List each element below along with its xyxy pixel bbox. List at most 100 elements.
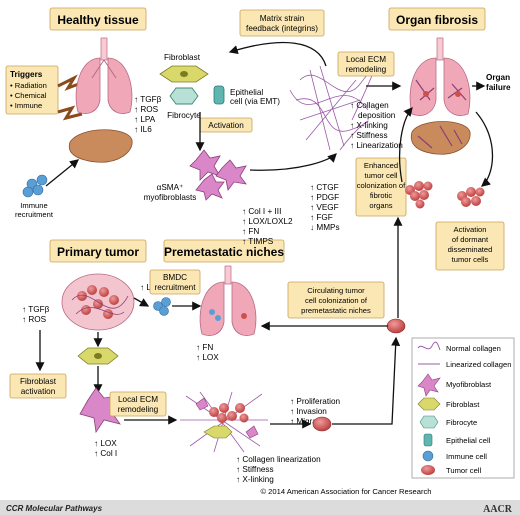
factor-label: ↑ TGFβ [134, 95, 162, 104]
circulating-label: premetastatic niches [301, 306, 371, 315]
organ-fibrosis-title: Organ fibrosis [396, 13, 478, 27]
collagen-mesh [289, 65, 375, 151]
factor-label: ↑ FGF [310, 213, 333, 222]
lightning-icon [57, 74, 85, 91]
enhanced-label: colonization of [357, 181, 406, 190]
circulation-path-arrow [332, 336, 401, 425]
factor-label: ↑ ROS [134, 105, 159, 114]
local-ecm-label: remodeling [118, 405, 159, 414]
healthy-tissue-header: Healthy tissue [49, 7, 147, 31]
organ-fibrosis-header: Organ fibrosis [388, 7, 486, 31]
matrix-strain-box [239, 9, 325, 37]
legend-item: Linearized collagen [446, 360, 511, 369]
effect-label: deposition [358, 111, 396, 120]
factor-label: ↑ TGFβ [22, 305, 50, 314]
matrix-strain-label: feedback (integrins) [246, 24, 318, 33]
activation-dormant-label: tumor cells [452, 255, 489, 264]
immune-cell-cluster [22, 174, 48, 198]
circulating-tumor-cell [312, 416, 332, 432]
effect-label: ↑ Linearization [350, 141, 403, 150]
factor-label: ↑ IL6 [134, 125, 152, 134]
epithelial-cell [213, 85, 225, 105]
fibrocyte-cell [169, 87, 199, 105]
tumor-to-bmdc-arrow [133, 297, 150, 307]
legend-item: Normal collagen [446, 344, 501, 353]
legend: Normal collagen Linearized collagen Myof… [411, 337, 515, 479]
effect-label: ↑ Collagen [350, 101, 389, 110]
organ-failure-label: failure [486, 83, 511, 92]
circulating-tumor-cell [386, 318, 406, 334]
myofibroblast-label: αSMA⁺ [157, 183, 184, 192]
effect-label: ↑ X-linking [350, 121, 388, 130]
factor-label: ↑ ROS [22, 315, 47, 324]
bmdc-box [149, 269, 201, 295]
primary-tumor-mass [61, 273, 135, 331]
factor-label: ↑ LPA [134, 115, 156, 124]
feedback-arrow [228, 41, 327, 67]
colonization-arrow [399, 107, 413, 183]
legend-item: Tumor cell [446, 466, 481, 475]
enhanced-label: organs [369, 201, 392, 210]
local-ecm-label: Local ECM [346, 55, 386, 64]
enhanced-label: tumor cell [365, 171, 398, 180]
trigger-item: • Chemical [10, 91, 47, 100]
myofibroblast-cluster [189, 149, 247, 201]
immune-recruitment-label: recruitment [15, 210, 54, 219]
collagen-effect-label: ↑ Collagen linearization [236, 455, 321, 464]
circulating-label: cell colonization of [305, 296, 368, 305]
journal-name: CCR Molecular Pathways [6, 504, 103, 513]
bmdc-label: BMDC [163, 273, 187, 282]
organ-failure-label: Organ [486, 73, 510, 82]
healthy-liver [68, 129, 133, 163]
healthy-lung [75, 37, 133, 114]
factor-label: ↑ PDGF [310, 193, 339, 202]
bmdc-label: recruitment [155, 283, 197, 292]
legend-item: Fibroblast [446, 400, 480, 409]
fib-activation-label: Fibroblast [20, 377, 57, 386]
healthy-tissue-title: Healthy tissue [57, 13, 139, 27]
dormant-arrow [475, 111, 494, 187]
fib-activation-label: activation [21, 387, 56, 396]
local-ecm-box [109, 391, 167, 417]
niche-factor-label: ↑ LOX [196, 353, 219, 362]
niche-factor-label: ↑ FN [196, 343, 213, 352]
fibrotic-liver [410, 121, 471, 155]
collagen-effect-label: ↑ Stiffness [236, 465, 274, 474]
primary-tumor-header: Primary tumor [49, 239, 147, 263]
prolif-label: ↑ Invasion [290, 407, 327, 416]
recruit-arrow [45, 159, 80, 187]
circulating-label: Circulating tumor [307, 286, 365, 295]
matrix-strain-label: Matrix strain [260, 14, 305, 23]
copyright-text: © 2014 American Association for Cancer R… [260, 487, 431, 496]
activation-dormant-label: of dormant [452, 235, 489, 244]
dormant-tumor-cluster [457, 187, 485, 207]
enhanced-label: fibrotic [370, 191, 393, 200]
activation-dormant-label: Activation [454, 225, 487, 234]
legend-item: Myofibroblast [446, 380, 492, 389]
circulating-box [287, 281, 385, 319]
local-ecm-box [337, 51, 395, 77]
fibrotic-lung [409, 37, 471, 116]
premetastatic-lung [199, 265, 257, 336]
fibrocyte-label: Fibrocyte [167, 111, 201, 120]
legend-item: Fibrocyte [446, 418, 477, 427]
primary-tumor-title: Primary tumor [57, 245, 139, 259]
effect-label: ↑ Stiffness [350, 131, 388, 140]
trigger-item: • Immune [10, 101, 42, 110]
prolif-label: ↑ Proliferation [290, 397, 341, 406]
footer-bar [0, 500, 520, 515]
aacr-logo: AACR [483, 504, 513, 515]
activation-dormant-box [435, 221, 505, 271]
bmdc-cluster [153, 297, 171, 316]
factor-label: ↑ TIMPS [242, 237, 274, 246]
local-ecm-label: remodeling [346, 65, 387, 74]
legend-item: Immune cell [446, 452, 487, 461]
tumor-cell-cluster [405, 181, 433, 209]
lightning-icon [57, 105, 83, 121]
factor-label: ↑ FN [242, 227, 259, 236]
factor-label: ↑ CTGF [310, 183, 339, 192]
lox-col-label: ↑ Col I [94, 449, 117, 458]
legend-item: Epithelial cell [446, 436, 491, 445]
premetastatic-header: Premetastatic niches [163, 239, 285, 263]
